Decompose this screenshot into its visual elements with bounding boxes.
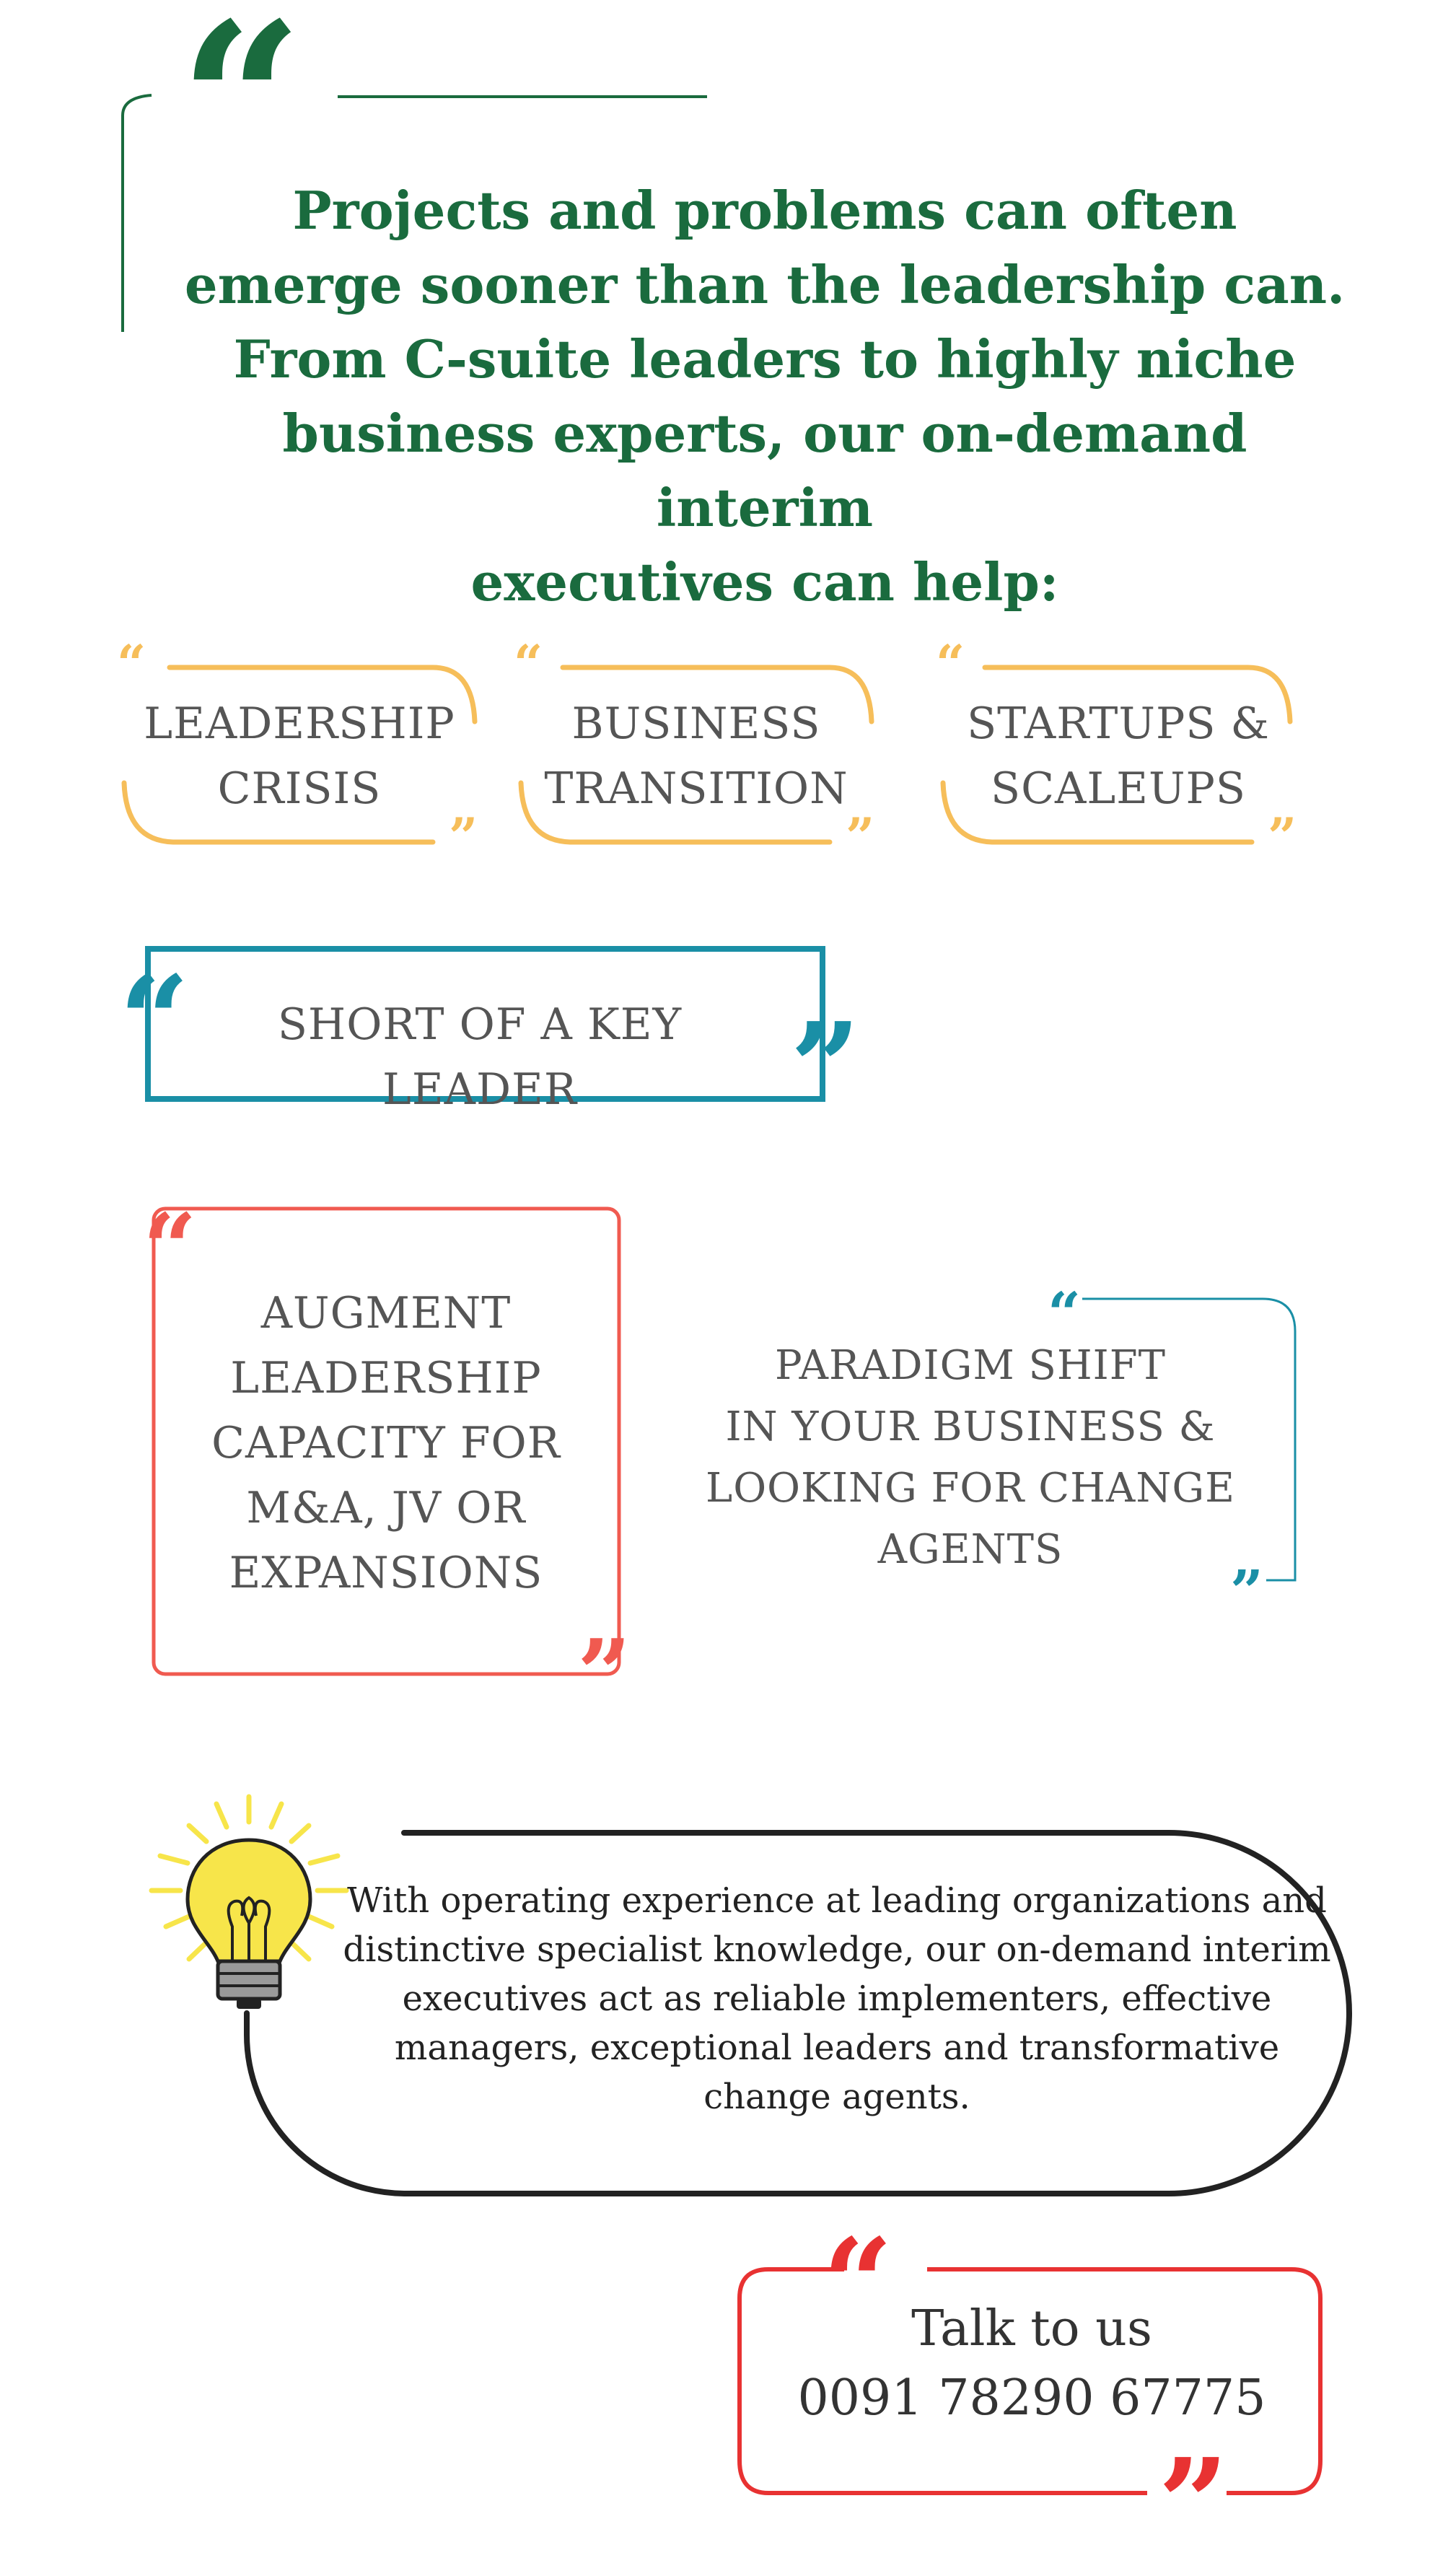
category-line: SCALEUPS <box>990 763 1247 814</box>
summary-text: With operating experience at leading org… <box>332 1876 1342 2121</box>
summary-line: managers, exceptional leaders and transf… <box>394 2028 1280 2068</box>
headline-line: executives can help: <box>470 551 1059 613</box>
lightbulb-icon <box>185 1838 312 2009</box>
key-leader-frame <box>145 946 825 1102</box>
bulb-rays <box>149 1794 349 1962</box>
category-startups-scaleups: STARTUPS & SCALEUPS <box>942 691 1295 821</box>
headline-bracket-left <box>121 94 152 332</box>
category-line: BUSINESS <box>571 698 821 749</box>
quote-close-icon: ” <box>790 996 861 1140</box>
paradigm-line: LOOKING FOR CHANGE <box>706 1465 1235 1512</box>
quote-close-icon: ” <box>1230 1557 1264 1625</box>
augment-line: EXPANSIONS <box>229 1548 543 1598</box>
augment-line: LEADERSHIP <box>230 1353 542 1403</box>
quote-open-icon: “ <box>117 634 146 693</box>
augment-block: AUGMENT LEADERSHIP CAPACITY FOR M&A, JV … <box>166 1281 606 1605</box>
quote-open-icon: “ <box>179 0 304 229</box>
contact-frame-right <box>927 2267 1323 2495</box>
category-line: CRISIS <box>217 763 382 814</box>
key-leader: SHORT OF A KEY LEADER <box>173 992 786 1122</box>
category-line: STARTUPS & <box>967 698 1270 749</box>
summary-line: executives act as reliable implementers,… <box>402 1979 1272 2019</box>
paradigm-line: PARADIGM SHIFT <box>774 1342 1166 1389</box>
quote-open-icon: “ <box>1048 1279 1082 1347</box>
augment-frame <box>152 1206 621 1676</box>
summary-line: With operating experience at leading org… <box>347 1880 1327 1921</box>
augment-line: M&A, JV OR <box>246 1483 526 1533</box>
headline-line: From C-suite leaders to highly niche <box>233 328 1297 390</box>
quote-close-icon: ” <box>449 807 478 867</box>
category-line: LEADERSHIP <box>144 698 455 749</box>
paradigm-line: IN YOUR BUSINESS & <box>725 1403 1216 1450</box>
contact-phone[interactable]: 0091 78290 67775 <box>797 2370 1266 2427</box>
quote-close-icon: ” <box>577 1618 631 1729</box>
quote-open-icon: “ <box>936 634 965 693</box>
category-business-transition: BUSINESS TRANSITION <box>519 691 873 821</box>
headline-line: business experts, our on-demand interim <box>282 403 1247 538</box>
contact-block: Talk to us 0091 78290 67775 <box>743 2295 1320 2433</box>
paradigm-line: AGENTS <box>877 1526 1063 1573</box>
headline-line: emerge sooner than the leadership can. <box>184 254 1346 315</box>
category-leadership-crisis: LEADERSHIP CRISIS <box>123 691 476 821</box>
headline-line: Projects and problems can often <box>292 180 1237 241</box>
augment-line: AUGMENT <box>260 1288 512 1339</box>
quote-close-icon: ” <box>1268 807 1297 867</box>
paradigm-bracket <box>1082 1297 1297 1582</box>
summary-frame <box>244 1830 1352 2196</box>
paradigm-block: PARADIGM SHIFT IN YOUR BUSINESS & LOOKIN… <box>693 1335 1248 1580</box>
category-line: TRANSITION <box>544 763 848 814</box>
contact-frame-left <box>737 2267 1147 2495</box>
category-frames <box>121 665 1293 845</box>
augment-line: CAPACITY FOR <box>211 1418 561 1468</box>
quote-open-icon: “ <box>143 1193 197 1303</box>
key-leader-text: SHORT OF A KEY LEADER <box>277 999 683 1115</box>
headline: Projects and problems can often emerge s… <box>166 173 1364 619</box>
summary-line: distinctive specialist knowledge, our on… <box>343 1929 1331 1970</box>
contact-label: Talk to us <box>911 2300 1152 2357</box>
quote-close-icon: ” <box>1158 2432 1229 2576</box>
quote-open-icon: “ <box>514 634 543 693</box>
quote-open-icon: “ <box>119 949 190 1093</box>
quote-open-icon: “ <box>823 2212 893 2356</box>
summary-line: change agents. <box>703 2077 970 2117</box>
quote-close-icon: ” <box>846 807 875 867</box>
